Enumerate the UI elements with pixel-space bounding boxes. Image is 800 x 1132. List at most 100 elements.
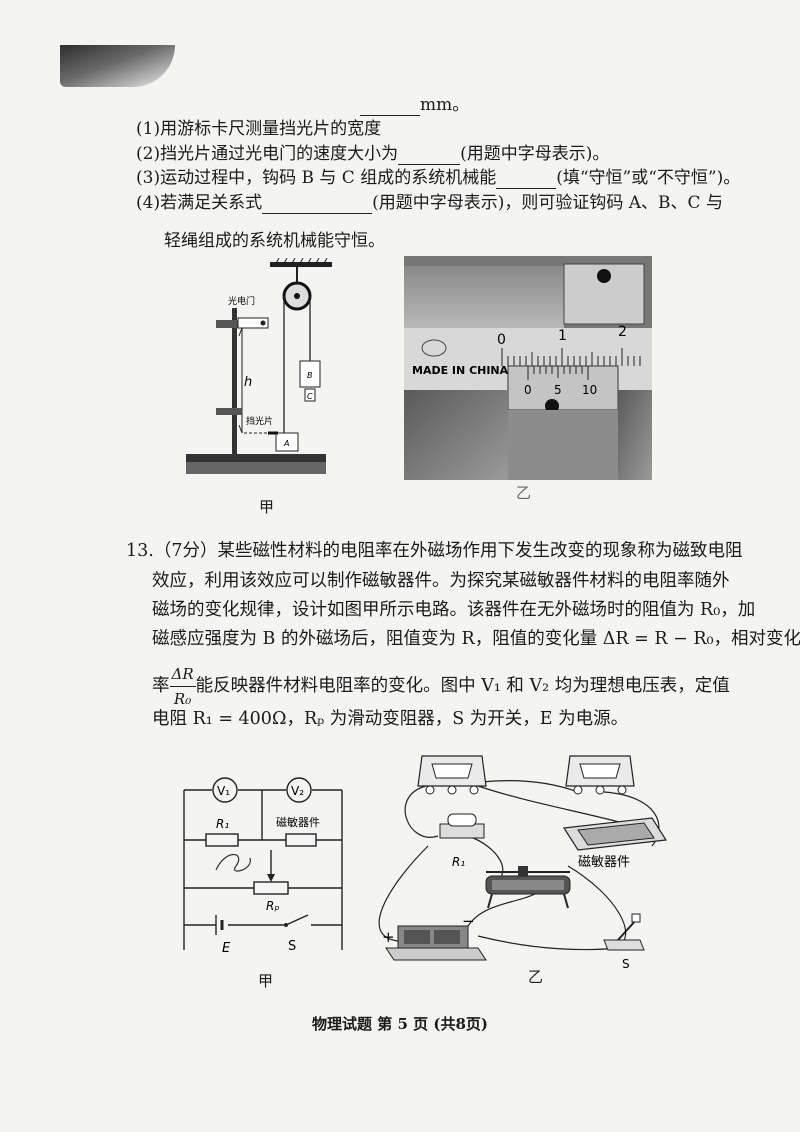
- ceiling: [270, 262, 332, 267]
- answer-blank-2: [398, 148, 461, 165]
- circuit-physical: R₁ 磁敏器件 + − S: [378, 755, 668, 971]
- ceiling-hatch: [273, 258, 328, 268]
- unit-mm: mm。: [420, 95, 470, 115]
- photogate-sensor: [260, 320, 266, 326]
- figure-label-jia: 甲: [259, 498, 275, 516]
- q12-item-1: (1)用游标卡尺测量挡光片的宽度: [136, 118, 381, 140]
- vernier-tick-5: 5: [554, 383, 562, 397]
- slider-screw: [597, 269, 611, 283]
- magnetic-device: [285, 833, 317, 847]
- vernier-ticks: [527, 366, 589, 380]
- q12-item-2: (2)挡光片通过光电门的速度大小为 (用题中字母表示)。: [136, 143, 609, 165]
- label-A: A: [283, 439, 289, 448]
- label-photogate: 光电门: [228, 295, 255, 307]
- voltmeter-physical-1: [417, 755, 487, 795]
- q12-line-d: mm。: [360, 94, 469, 116]
- label-B: B: [307, 371, 313, 380]
- main-tick-2: 2: [618, 324, 627, 340]
- label-V1: V₁: [217, 784, 230, 798]
- q12-item-4: (4)若满足关系式 (用题中字母表示)，则可验证钩码 A、B、C 与: [136, 192, 723, 214]
- voltmeter-V1: [212, 777, 238, 803]
- label-shutter: 挡光片: [246, 415, 273, 427]
- main-tick-0: 0: [497, 332, 506, 348]
- label-minus: −: [462, 912, 475, 930]
- page-footer: 物理试题 第 5 页 (共8页): [312, 1015, 488, 1033]
- q13-line-4: 磁感应强度为 B 的外磁场后，阻值变为 R，阻值的变化量 ΔR = R − R₀…: [152, 629, 800, 649]
- label-device: 磁敏器件: [276, 815, 320, 829]
- answer-blank-d: [360, 99, 420, 116]
- fraction-numerator: ΔR: [169, 662, 196, 687]
- q13-line-1: 13.（7分）某些磁性材料的电阻率在外磁场作用下发生改变的现象称为磁致电阻: [126, 541, 743, 561]
- label-device-physical: 磁敏器件: [578, 855, 630, 870]
- label-V2: V₂: [291, 784, 304, 798]
- lower-jaw-left: [404, 390, 508, 480]
- height-arrow-top: [238, 327, 243, 337]
- q3-text-pre: (3)运动过程中，钩码 B 与 C 组成的系统机械能: [136, 168, 497, 188]
- stand-clamp-bottom: [216, 408, 242, 415]
- label-h: h: [244, 375, 252, 390]
- photogate-icon: [237, 317, 269, 329]
- q4-text-cont: 轻绳组成的系统机械能守恒。: [164, 231, 385, 251]
- brand-logo: [421, 339, 447, 357]
- rheostat-slider-arrow: [267, 874, 275, 882]
- figure-label-jia-circuit: 甲: [258, 972, 274, 990]
- height-arrow-bottom: [238, 424, 243, 434]
- q4-text-post: (用题中字母表示)，则可验证钩码 A、B、C 与: [372, 193, 723, 213]
- lower-jaw-right: [618, 390, 652, 480]
- label-R1: R₁: [216, 817, 229, 831]
- q3-text-post: (填“守恒”或“不守恒”)。: [556, 168, 741, 188]
- main-tick-1: 1: [558, 328, 567, 344]
- q13-line-3: 磁场的变化规律，设计如图甲所示电路。该器件在无外磁场时的阻值为 R₀，加: [152, 600, 756, 620]
- rheostat-RP: [253, 881, 289, 895]
- resistor-R1-physical: [439, 813, 485, 839]
- q1-text: (1)用游标卡尺测量挡光片的宽度: [136, 119, 382, 139]
- brand-text: MADE IN CHINA: [412, 364, 509, 377]
- q2-text-pre: (2)挡光片通过光电门的速度大小为: [136, 144, 399, 164]
- q12-item-3: (3)运动过程中，钩码 B 与 C 组成的系统机械能 (填“守恒”或“不守恒”)。: [136, 167, 740, 189]
- label-RP: Rₚ: [266, 899, 279, 913]
- label-C: C: [307, 392, 313, 401]
- upper-jaw: [404, 266, 564, 328]
- circuit-schematic: V₁ V₂ R₁ 磁敏器件 Rₚ E S: [183, 777, 343, 956]
- stand-pole: [232, 308, 237, 456]
- pulley-axle: [294, 293, 300, 299]
- main-scale-ticks: [501, 348, 641, 366]
- device-plate-physical: [562, 817, 668, 851]
- voltmeter-physical-2: [565, 755, 635, 795]
- q2-text-post: (用题中字母表示)。: [460, 144, 610, 164]
- scan-smudge: [60, 45, 175, 87]
- q13-line-6: 电阻 R₁ = 400Ω，Rₚ 为滑动变阻器，S 为开关，E 为电源。: [152, 709, 629, 729]
- q13-line5-pre: 率: [152, 676, 170, 696]
- table-body: [186, 462, 326, 474]
- figure-label-yi-top: 乙: [516, 484, 532, 502]
- switch-blade: [285, 914, 309, 926]
- stand-clamp-top: [216, 320, 244, 328]
- caliper-photo: 0 1 2 MADE IN CHINA 0 5 10: [404, 256, 652, 480]
- label-S-physical: S: [622, 957, 630, 971]
- vernier-tick-0: 0: [524, 383, 532, 397]
- mass-A: [275, 432, 299, 452]
- q4-text-pre: (4)若满足关系式: [136, 193, 263, 213]
- q12-item-4-cont: 轻绳组成的系统机械能守恒。: [164, 230, 385, 252]
- answer-blank-4: [262, 197, 373, 214]
- label-R1-physical: R₁: [452, 855, 465, 869]
- apparatus-figure: B C A 光电门 h 挡光片: [186, 258, 332, 474]
- mass-B: [299, 360, 321, 388]
- resistor-R1: [205, 833, 239, 847]
- vernier-tick-10: 10: [582, 383, 597, 397]
- answer-blank-3: [496, 172, 557, 189]
- mass-C: [304, 388, 316, 402]
- fraction-deltaR-R0: ΔR R₀: [169, 662, 196, 711]
- rheostat-physical: [485, 866, 571, 909]
- vernier-scale: [507, 365, 619, 411]
- pencil-scribble: [215, 853, 251, 872]
- table-top: [186, 454, 326, 462]
- fraction-denominator: R₀: [173, 690, 192, 708]
- battery-physical: [385, 925, 487, 961]
- switch-physical: [603, 913, 645, 951]
- voltmeter-V2: [286, 777, 312, 803]
- lower-body: [508, 410, 618, 480]
- label-S: S: [288, 939, 296, 954]
- q13-line5-post: 能反映器件材料电阻率的变化。图中 V₁ 和 V₂ 均为理想电压表，定值: [195, 676, 730, 696]
